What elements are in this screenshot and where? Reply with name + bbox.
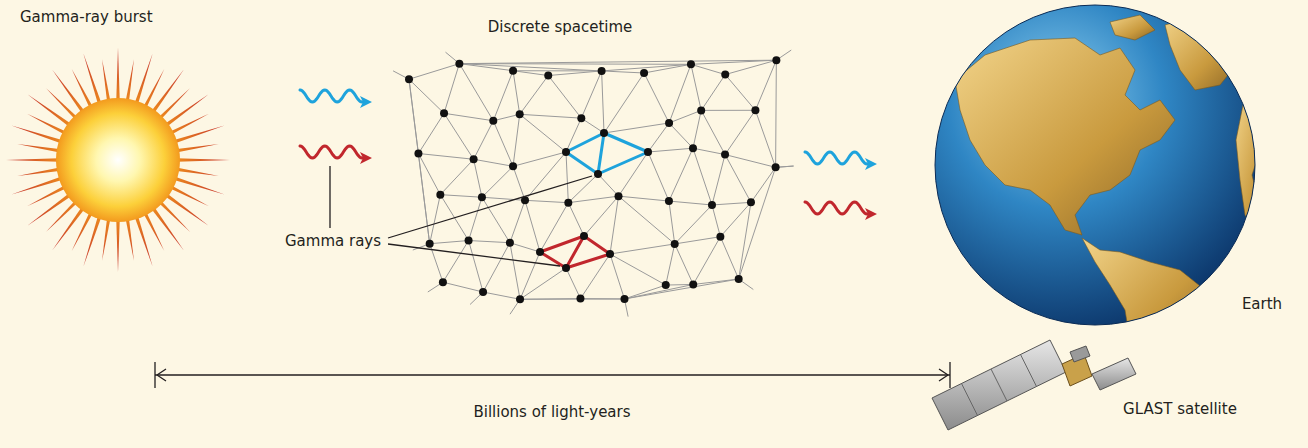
spacetime-node	[689, 144, 697, 152]
spacetime-node	[640, 69, 648, 77]
spacetime-node	[598, 67, 606, 75]
spacetime-node	[772, 163, 780, 171]
wave-line	[300, 146, 362, 158]
spacetime-node	[689, 280, 697, 288]
burst-core	[56, 98, 180, 222]
spacetime-node	[665, 119, 673, 127]
spacetime-mesh	[393, 50, 793, 317]
spacetime-node	[615, 192, 623, 200]
earth-globe	[935, 5, 1270, 360]
spacetime-node	[405, 75, 413, 83]
leader-line	[388, 176, 592, 238]
distance-bracket	[155, 362, 950, 388]
ocean	[935, 5, 1255, 325]
spacetime-node	[536, 248, 544, 256]
spacetime-node	[564, 199, 572, 207]
gamma-ray-red	[805, 202, 877, 220]
mesh-edge	[409, 60, 776, 299]
spacetime-node	[489, 117, 497, 125]
spacetime-node	[562, 148, 570, 156]
spacetime-node	[436, 191, 444, 199]
distance-label: Billions of light-years	[473, 403, 630, 421]
spacetime-node	[662, 281, 670, 289]
panel-seam	[991, 369, 1007, 401]
spacetime-node	[751, 106, 759, 114]
dimension-tick	[154, 362, 155, 388]
wave-line	[300, 90, 362, 102]
spacetime-node	[671, 240, 679, 248]
wave-line	[805, 202, 867, 214]
wave-arrowhead	[865, 158, 877, 170]
spacetime-node	[772, 56, 780, 64]
wave-arrowhead	[865, 208, 877, 220]
wave-arrowhead	[360, 96, 372, 108]
spacetime-node	[465, 237, 473, 245]
instrument	[1070, 346, 1090, 362]
gamma-ray-burst	[6, 48, 230, 272]
spacetime-node	[479, 288, 487, 296]
spacetime-node	[506, 239, 514, 247]
spacetime-node	[455, 60, 463, 68]
leader-line	[329, 166, 330, 228]
spacetime-node	[544, 72, 552, 80]
rays-label: Gamma rays	[285, 232, 381, 250]
leader-line	[388, 244, 560, 266]
spacetime-node	[687, 60, 695, 68]
dimension-line	[155, 374, 950, 375]
spacetime-node	[440, 109, 448, 117]
continent	[1110, 15, 1155, 40]
spacetime-node	[414, 149, 422, 157]
spacetime-node	[644, 148, 652, 156]
spacetime-node	[439, 278, 447, 286]
continent	[1236, 95, 1270, 240]
globe-outline	[935, 5, 1255, 325]
glast-satellite	[932, 340, 1136, 430]
spacetime-node	[470, 155, 478, 163]
spacetime-node	[426, 240, 434, 248]
spacetime-node	[516, 295, 524, 303]
gamma-ray-blue	[300, 90, 372, 108]
spacetime-node	[562, 264, 570, 272]
spacetime-node	[606, 250, 614, 258]
spacetime-node	[580, 232, 588, 240]
wave-arrowhead	[360, 152, 372, 164]
spacetime-node	[735, 275, 743, 283]
gamma-ray-blue	[805, 152, 877, 170]
gamma-ray-red	[300, 146, 372, 164]
spacetime-node	[509, 162, 517, 170]
spacetime-node	[509, 67, 517, 75]
spacetime-node	[620, 295, 628, 303]
spacetime-node	[708, 201, 716, 209]
spacetime-node	[478, 193, 486, 201]
continent	[955, 38, 1175, 235]
solar-panel	[932, 340, 1066, 430]
burst-label: Gamma-ray burst	[20, 8, 153, 26]
spacetime-node	[577, 114, 585, 122]
spacetime-node	[747, 198, 755, 206]
satellite-label: GLAST satellite	[1123, 400, 1237, 418]
continent	[1165, 15, 1240, 90]
spacetime-node	[665, 197, 673, 205]
dimension-tick	[949, 362, 950, 388]
wave-line	[805, 152, 867, 164]
spacetime-node	[576, 295, 584, 303]
spacetime-node	[721, 151, 729, 159]
mesh-label: Discrete spacetime	[488, 18, 633, 36]
spacetime-node	[516, 110, 524, 118]
spacetime-node	[716, 233, 724, 241]
dimension-arrowhead	[157, 369, 948, 381]
earth-label: Earth	[1242, 295, 1282, 313]
panel-seam	[1021, 355, 1037, 387]
highlighted-cell	[540, 236, 610, 268]
spacetime-node	[600, 129, 608, 137]
spacetime-node	[697, 106, 705, 114]
spacetime-node	[721, 71, 729, 79]
panel-seam	[962, 384, 978, 416]
highlighted-cell	[566, 133, 648, 174]
spacetime-node	[594, 170, 602, 178]
continent	[1082, 238, 1205, 360]
solar-panel	[1092, 358, 1136, 390]
